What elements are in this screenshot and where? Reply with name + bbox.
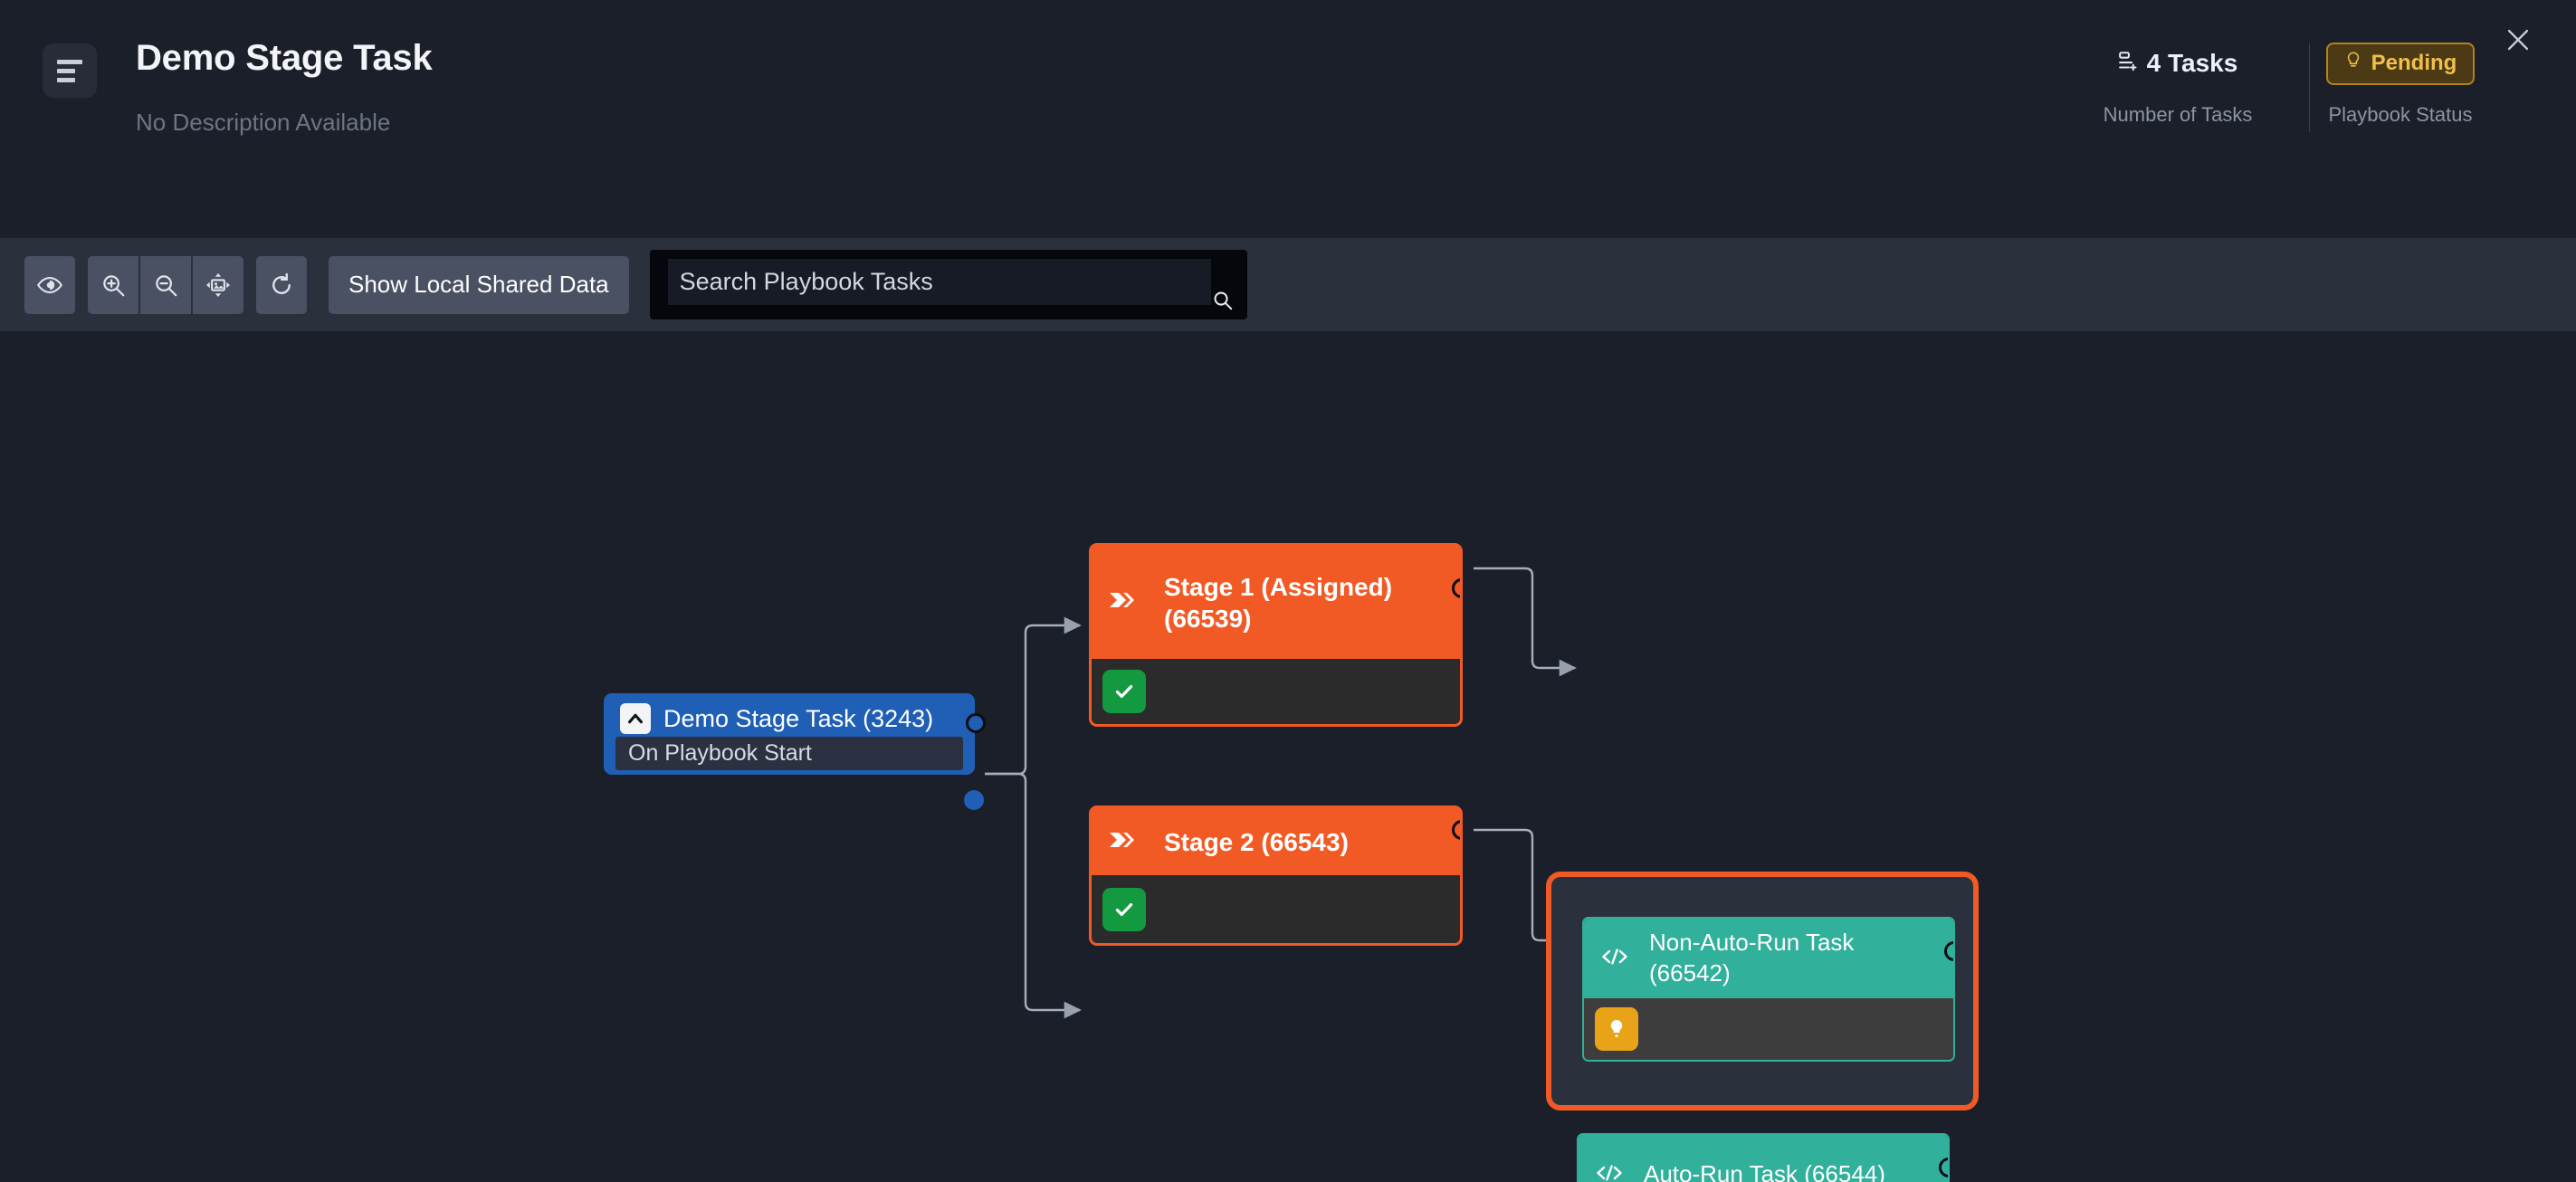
code-icon [1595, 1162, 1626, 1182]
fit-screen-icon [206, 272, 230, 297]
fast-forward-icon [1110, 590, 1144, 615]
code-icon [1600, 946, 1631, 972]
refresh-button[interactable] [256, 255, 307, 314]
fit-to-screen-button[interactable] [193, 255, 243, 314]
check-icon [1102, 887, 1146, 931]
show-local-shared-data-label: Show Local Shared Data [348, 271, 609, 298]
start-node-trigger-label: On Playbook Start [628, 740, 812, 766]
start-node-trigger-row[interactable]: On Playbook Start [615, 737, 963, 770]
header-stats: 4 Tasks Number of Tasks Pending Playbook… [2046, 42, 2491, 132]
add-to-list-icon [2118, 50, 2142, 78]
zoom-out-button[interactable] [140, 255, 191, 314]
list-icon [57, 59, 82, 82]
search-container [649, 250, 1247, 319]
task-1-output-port[interactable] [1944, 941, 1953, 961]
node-task-non-auto-run[interactable]: Non-Auto-Run Task (66542) [1582, 917, 1955, 1062]
page-header: Demo Stage Task No Description Available… [0, 0, 2576, 215]
page-subtitle: No Description Available [136, 109, 391, 136]
zoom-out-icon [156, 274, 177, 296]
tasks-count: 4 Tasks [2146, 49, 2238, 77]
stage-1-header: Stage 1 (Assigned) (66539) [1092, 546, 1460, 659]
node-stage-1[interactable]: Stage 1 (Assigned) (66539) [1089, 543, 1463, 727]
task-1-title: Non-Auto-Run Task (66542) [1649, 929, 1855, 987]
tasks-stat: 4 Tasks Number of Tasks [2046, 43, 2309, 127]
graph-toolbar: Show Local Shared Data [0, 238, 2576, 331]
start-node-title: Demo Stage Task (3243) [663, 704, 934, 732]
task-2-output-port[interactable] [1939, 1158, 1948, 1177]
lightbulb-icon [2344, 51, 2362, 77]
stage-2-header: Stage 2 (66543) [1092, 808, 1460, 875]
status-stat-label: Playbook Status [2328, 103, 2473, 126]
node-task-auto-run[interactable]: Auto-Run Task (66544) [1577, 1133, 1950, 1182]
close-icon [2507, 29, 2529, 51]
task-1-header: Non-Auto-Run Task (66542) [1584, 919, 1953, 998]
edge-start-to-stage1 [985, 616, 1082, 776]
menu-toggle-button[interactable] [43, 43, 97, 98]
edge-stage1-to-task1 [1474, 567, 1577, 677]
task-1-footer [1584, 998, 1953, 1060]
page-title: Demo Stage Task [136, 38, 433, 78]
start-node-trigger-port[interactable] [964, 790, 984, 810]
refresh-icon [272, 272, 291, 294]
stage-2-footer [1092, 875, 1460, 943]
edge-stage2-to-task2 [1474, 828, 1577, 949]
start-node-output-port[interactable] [966, 713, 986, 733]
search-icon [1214, 291, 1232, 310]
node-stage-2[interactable]: Stage 2 (66543) [1089, 805, 1463, 946]
chevron-up-icon [620, 703, 651, 734]
task-2-header: Auto-Run Task (66544) [1579, 1135, 1948, 1182]
status-badge-label: Pending [2371, 51, 2457, 75]
stage-1-title: Stage 1 (Assigned) (66539) [1164, 572, 1393, 633]
stage-1-footer [1092, 659, 1460, 724]
search-input[interactable] [667, 259, 1211, 305]
stats-divider [2309, 43, 2310, 132]
stage-2-output-port[interactable] [1452, 820, 1460, 840]
zoom-in-icon [103, 274, 125, 296]
status-badge[interactable]: Pending [2325, 42, 2476, 85]
check-icon [1102, 670, 1146, 713]
search-button[interactable] [1209, 287, 1236, 314]
status-stat: Pending Playbook Status [2310, 42, 2491, 127]
graph-edges [985, 567, 1577, 1019]
fast-forward-icon [1110, 830, 1144, 854]
toggle-visibility-button[interactable] [24, 255, 75, 314]
task-2-title: Auto-Run Task (66544) [1644, 1160, 1885, 1182]
playbook-graph-canvas[interactable]: Demo Stage Task (3243) On Playbook Start… [0, 331, 2576, 1182]
node-selection-highlight: Non-Auto-Run Task (66542) [1546, 872, 1979, 1111]
start-node-header: Demo Stage Task (3243) [604, 693, 975, 744]
zoom-button-group [88, 255, 243, 314]
tasks-stat-label: Number of Tasks [2103, 103, 2253, 126]
show-local-shared-data-button[interactable]: Show Local Shared Data [329, 255, 629, 314]
stage-2-title: Stage 2 (66543) [1164, 827, 1349, 856]
lightbulb-icon [1595, 1007, 1638, 1051]
node-playbook-start[interactable]: Demo Stage Task (3243) On Playbook Start [604, 693, 986, 810]
close-button[interactable] [2498, 20, 2538, 60]
edge-start-to-stage2 [985, 772, 1082, 1019]
stage-1-output-port[interactable] [1452, 578, 1460, 598]
zoom-in-button[interactable] [88, 255, 138, 314]
eye-icon [37, 276, 62, 293]
